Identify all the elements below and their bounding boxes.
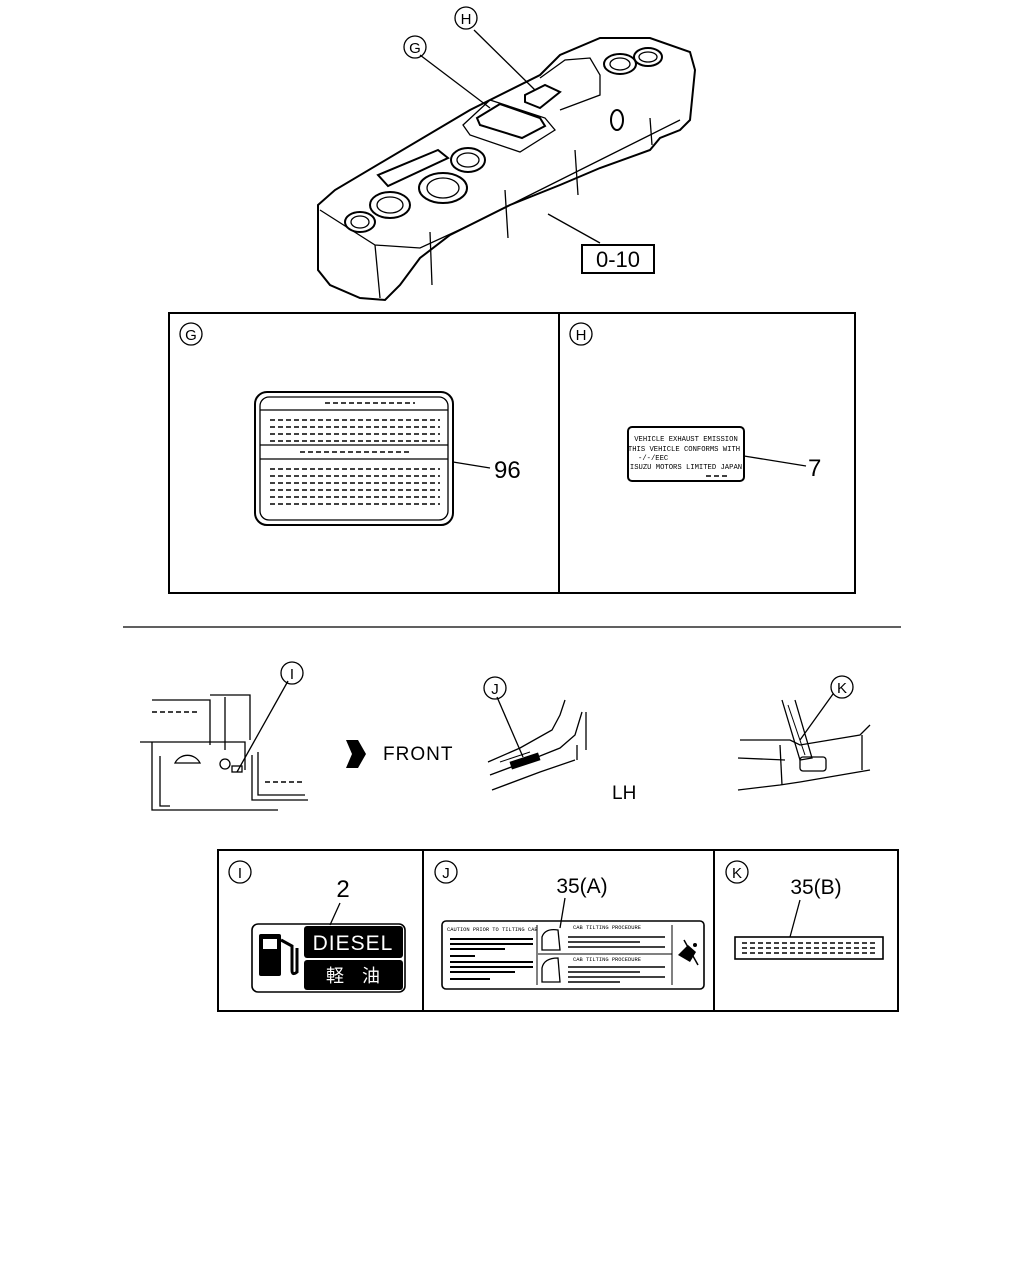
part-number-96: 96 — [494, 457, 521, 484]
diesel-text: DIESEL — [313, 932, 394, 955]
panel-h-callout-circle — [569, 322, 593, 346]
panel-g-callout: G — [185, 327, 197, 344]
tilt-cab-caution-title: CAUTION PRIOR TO TILTING CAB — [447, 927, 538, 933]
view-i-callout-circle — [280, 661, 304, 685]
emission-line-1: VEHICLE EXHAUST EMISSION — [634, 436, 738, 444]
front-label: FRONT — [383, 744, 453, 765]
emission-label — [627, 426, 745, 482]
callout-h-circle — [454, 6, 478, 30]
panel-k-callout: K — [732, 865, 742, 882]
view-k-callout-circle — [830, 675, 854, 699]
reference-box — [581, 244, 655, 274]
part-number-35a: 35(A) — [556, 875, 607, 898]
leader-j — [496, 696, 524, 758]
tilt-cab-proc-title-1: CAB TILTING PROCEDURE — [573, 925, 641, 931]
leader-35a — [559, 897, 566, 929]
console-drawing: G H 0-10 — [317, 6, 697, 302]
label-96-outer — [254, 391, 454, 526]
panels-ijk: I 2 DIESEL 軽 油 J 35(A) CAUTION PRIOR TO … — [217, 849, 899, 1012]
view-k-callout: K — [837, 680, 847, 697]
warning-figure-icon — [678, 939, 699, 966]
emission-line-4: ISUZU MOTORS LIMITED JAPAN — [630, 464, 742, 472]
leader-35b — [789, 899, 801, 938]
diesel-kanji-banner — [304, 960, 403, 990]
diesel-banner — [304, 926, 403, 958]
part-number-7: 7 — [808, 455, 821, 482]
reference-box-label: 0-10 — [596, 247, 640, 272]
fuel-pump-icon — [259, 934, 299, 976]
leader-g — [419, 54, 491, 109]
leader-2 — [329, 902, 341, 926]
label-35a-location — [509, 752, 541, 770]
panel-k-callout-circle — [725, 860, 749, 884]
cab-tilt-icon-2 — [541, 957, 561, 983]
location-views: I FRONT J LH — [140, 661, 871, 811]
front-arrow-icon — [346, 740, 366, 768]
callout-h-label: H — [461, 11, 472, 28]
view-j: J LH — [483, 676, 636, 804]
tilt-cab-text-lines-right — [568, 936, 665, 983]
callout-g-label: G — [409, 40, 421, 57]
leader-7 — [743, 455, 807, 467]
tilt-cab-text-lines-left — [450, 938, 533, 980]
leader-ref — [547, 213, 601, 244]
label-35b — [734, 936, 884, 960]
diesel-decal — [251, 923, 406, 993]
leader-k — [799, 693, 834, 741]
lh-label: LH — [612, 783, 636, 804]
leader-i — [236, 680, 289, 773]
panel-g-callout-circle — [179, 322, 203, 346]
panels-gh-frame — [168, 312, 856, 594]
tilt-cab-label — [441, 920, 705, 990]
panel-h-callout: H — [576, 327, 587, 344]
view-j-callout: J — [491, 681, 499, 698]
emission-line-2: THIS VEHICLE CONFORMS WITH — [628, 446, 740, 454]
view-j-callout-circle — [483, 676, 507, 700]
panels-ijk-frame — [217, 849, 899, 1012]
part-number-2: 2 — [336, 876, 349, 903]
view-i: I — [140, 661, 308, 811]
diesel-kanji-text: 軽 油 — [326, 966, 380, 987]
panel-j-callout-circle — [434, 860, 458, 884]
panel-i-callout: I — [238, 865, 242, 882]
leader-h — [473, 29, 536, 91]
emission-line-3: -/-/EEC — [638, 455, 669, 463]
tilt-cab-proc-title-2: CAB TILTING PROCEDURE — [573, 957, 641, 963]
view-i-callout: I — [290, 666, 294, 683]
callout-g-circle — [403, 35, 427, 59]
panel-i-callout-circle — [228, 860, 252, 884]
panel-j-callout: J — [442, 865, 450, 882]
cab-tilt-icon-1 — [541, 929, 561, 951]
leader-96 — [452, 461, 491, 469]
view-k: K — [737, 675, 871, 791]
panels-gh: G 96 H VEHICLE EXHAUST EMISSION THIS VEH… — [168, 312, 856, 594]
part-number-35b: 35(B) — [790, 876, 841, 899]
